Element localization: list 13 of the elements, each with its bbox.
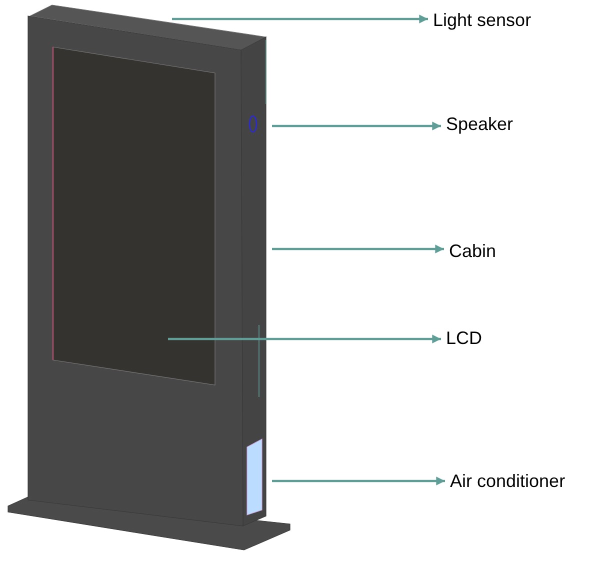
part-label: Cabin (449, 240, 496, 262)
lcd-screen (52, 46, 216, 386)
part-label: Air conditioner (450, 470, 566, 492)
leader-arrow (272, 476, 445, 486)
leader-arrow (272, 122, 441, 130)
part-label: Light sensor (433, 9, 532, 31)
part-label: Speaker (446, 113, 514, 135)
air-conditioner-vent (246, 438, 262, 516)
leader-arrow (172, 14, 428, 24)
speaker-ring (248, 115, 258, 133)
part-label: LCD (446, 327, 482, 349)
leader-arrow (168, 334, 441, 344)
leader-arrow (272, 244, 444, 254)
